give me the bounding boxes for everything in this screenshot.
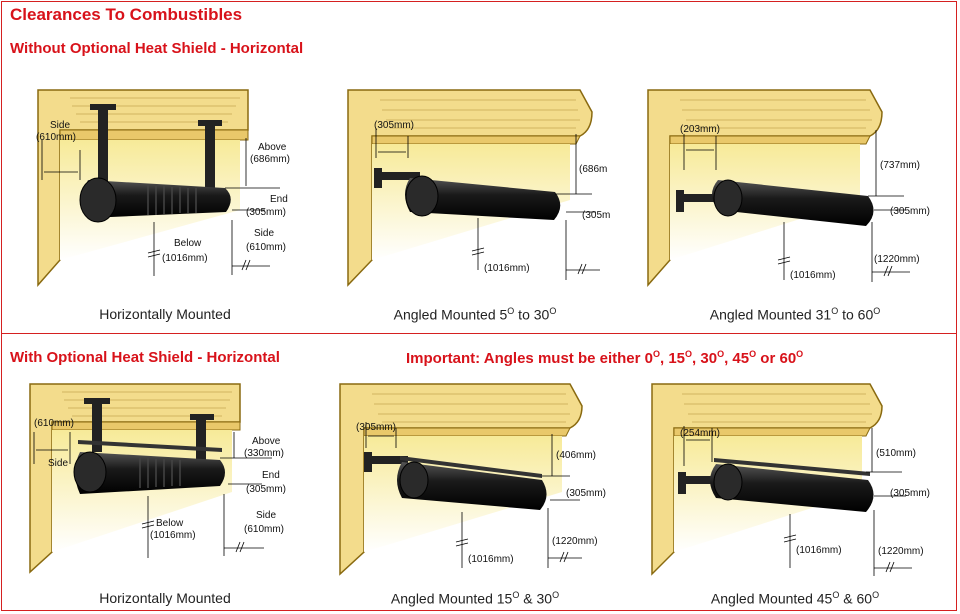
label-t3-above: (737mm) bbox=[880, 160, 920, 171]
section-heading-top: Without Optional Heat Shield - Horizonta… bbox=[10, 40, 304, 57]
label-b1-end-b: (305mm) bbox=[246, 484, 286, 495]
diagram-bottom-angled-15-30: (305mm) (406mm) (305mm) (1016mm) (1220mm… bbox=[339, 383, 606, 576]
label-t1-side-b: (610mm) bbox=[36, 132, 76, 143]
label-t1-above-b: (686mm) bbox=[250, 154, 290, 165]
label-b1-end-a: End bbox=[262, 470, 280, 481]
label-b1-side-a: (610mm) bbox=[34, 418, 74, 429]
label-b2-side2: (1220mm) bbox=[552, 536, 598, 547]
section-heading-bottom: With Optional Heat Shield - Horizontal bbox=[10, 349, 280, 366]
caption-bottom-angled-15-30: Angled Mounted 15O & 30O bbox=[390, 590, 560, 607]
label-t2-end: (305m bbox=[582, 210, 610, 221]
label-b2-below: (1016mm) bbox=[468, 554, 514, 565]
label-t1-side2-a: Side bbox=[254, 228, 274, 239]
label-b1-side2-b: (610mm) bbox=[244, 524, 284, 535]
diagram-top-horizontal: Side (610mm) Above (686mm) End (305mm) B… bbox=[36, 89, 290, 287]
label-t1-side-a: Side bbox=[50, 120, 70, 131]
label-t1-below-b: (1016mm) bbox=[162, 253, 208, 264]
label-b1-below-b: (1016mm) bbox=[150, 530, 196, 541]
section-divider bbox=[1, 333, 957, 334]
label-b3-side2: (1220mm) bbox=[878, 546, 924, 557]
label-b1-above-a: Above bbox=[252, 436, 281, 447]
label-t3-end: (305mm) bbox=[890, 206, 930, 217]
label-b3-above: (510mm) bbox=[876, 448, 916, 459]
page-title: Clearances To Combustibles bbox=[10, 5, 243, 24]
label-t2-above: (686m bbox=[579, 164, 607, 175]
label-b2-end: (305mm) bbox=[566, 488, 606, 499]
label-t1-end-a: End bbox=[270, 194, 288, 205]
label-t3-side2: (1220mm) bbox=[874, 254, 920, 265]
label-b3-end: (305mm) bbox=[890, 488, 930, 499]
label-b1-above-b: (330mm) bbox=[244, 448, 284, 459]
label-b1-side-b: Side bbox=[48, 458, 68, 469]
diagram-bottom-horizontal: (610mm) Side Above (330mm) End (305mm) B… bbox=[29, 383, 286, 574]
label-t1-above-a: Above bbox=[258, 142, 287, 153]
label-b1-side2-a: Side bbox=[256, 510, 276, 521]
label-b1-below-a: Below bbox=[156, 518, 184, 529]
caption-top-angled-5-30: Angled Mounted 5O to 30O bbox=[393, 306, 557, 323]
label-t1-end-b: (305mm) bbox=[246, 207, 286, 218]
label-b2-side: (305mm) bbox=[356, 422, 396, 433]
label-b3-below: (1016mm) bbox=[796, 545, 842, 556]
caption-bottom-horizontal: Horizontally Mounted bbox=[99, 590, 231, 606]
label-t2-side: (305mm) bbox=[374, 120, 414, 131]
diagram-top-angled-31-60: (203mm) (737mm) (305mm) (1016mm) (1220mm… bbox=[647, 89, 930, 287]
caption-top-horizontal: Horizontally Mounted bbox=[99, 306, 231, 322]
label-b3-side: (254mm) bbox=[680, 428, 720, 439]
label-t3-side: (203mm) bbox=[680, 124, 720, 135]
label-t2-below: (1016mm) bbox=[484, 263, 530, 274]
diagram-bottom-angled-45-60: (254mm) (510mm) (305mm) (1016mm) (1220mm… bbox=[651, 383, 930, 576]
label-t1-side2-b: (610mm) bbox=[246, 242, 286, 253]
important-note: Important: Angles must be either 0O, 15O… bbox=[406, 349, 804, 367]
label-b2-above: (406mm) bbox=[556, 450, 596, 461]
label-t3-below: (1016mm) bbox=[790, 270, 836, 281]
label-t1-below-a: Below bbox=[174, 238, 202, 249]
diagram-top-angled-5-30: (305mm) (686m (305m (1016mm) bbox=[347, 89, 610, 287]
caption-bottom-angled-45-60: Angled Mounted 45O & 60O bbox=[710, 590, 880, 607]
caption-top-angled-31-60: Angled Mounted 31O to 60O bbox=[709, 306, 881, 323]
